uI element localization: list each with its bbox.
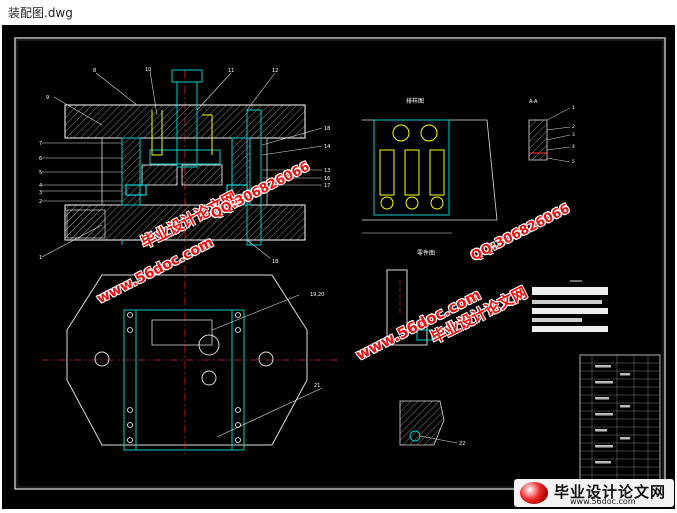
assembly-section-view: 9 8 7 6 5 4 3 2 1 10 11 12 18 14 13 16 1… [39,67,330,265]
technical-notes [532,280,608,332]
plan-view: 19,20 21 [42,265,342,455]
section-title: A-A [529,99,538,105]
drawing-svg: 9 8 7 6 5 4 3 2 1 10 11 12 18 14 13 16 1… [14,37,666,490]
callout-12: 12 [272,68,278,74]
callout-13: 13 [324,168,330,174]
window-title: 装配图.dwg [8,6,73,20]
section-a-a-view: A-A 1 2 3 4 5 [528,99,575,165]
callout-19-20: 19,20 [310,292,324,298]
callout-3: 3 [39,190,42,196]
callout-18b: 18 [272,259,278,265]
callout-14: 14 [324,144,330,150]
strip-layout-view: 排样图 [362,97,498,234]
callout-18a: 18 [324,126,330,132]
callout-16: 16 [324,176,330,182]
section-callout-5: 5 [572,159,575,165]
title-bar: 装配图.dwg [0,0,677,24]
section-callout-4: 4 [572,144,575,150]
callout-8: 8 [93,68,96,74]
callout-1: 1 [39,255,42,261]
part-view-title: 零件图 [417,249,435,257]
callout-4: 4 [39,183,42,189]
section-callout-1: 1 [572,105,575,111]
callout-21: 21 [314,383,320,389]
callout-7: 7 [39,141,42,147]
section-callout-2: 2 [572,124,575,130]
logo-text: 毕业设计论文网 [554,483,667,501]
detail-view: 22 [399,400,465,447]
callout-2: 2 [39,199,42,205]
callout-22: 22 [459,441,465,447]
logo-url: www.56doc.com [570,497,636,506]
callout-11: 11 [228,68,234,74]
drawing-frame [14,37,666,490]
callout-5: 5 [39,170,42,176]
logo-orb-icon [520,482,548,504]
callout-17: 17 [324,183,330,189]
cad-drawing-canvas[interactable]: 9 8 7 6 5 4 3 2 1 10 11 12 18 14 13 16 1… [2,25,675,509]
site-logo: 毕业设计论文网 www.56doc.com [514,479,674,507]
title-block [579,354,661,486]
layout-view-title: 排样图 [406,97,424,105]
section-callout-3: 3 [572,132,575,138]
callout-6: 6 [39,156,42,162]
part-drawing-view: 零件图 [386,249,435,346]
callout-9: 9 [46,95,49,101]
callout-10: 10 [145,67,151,73]
